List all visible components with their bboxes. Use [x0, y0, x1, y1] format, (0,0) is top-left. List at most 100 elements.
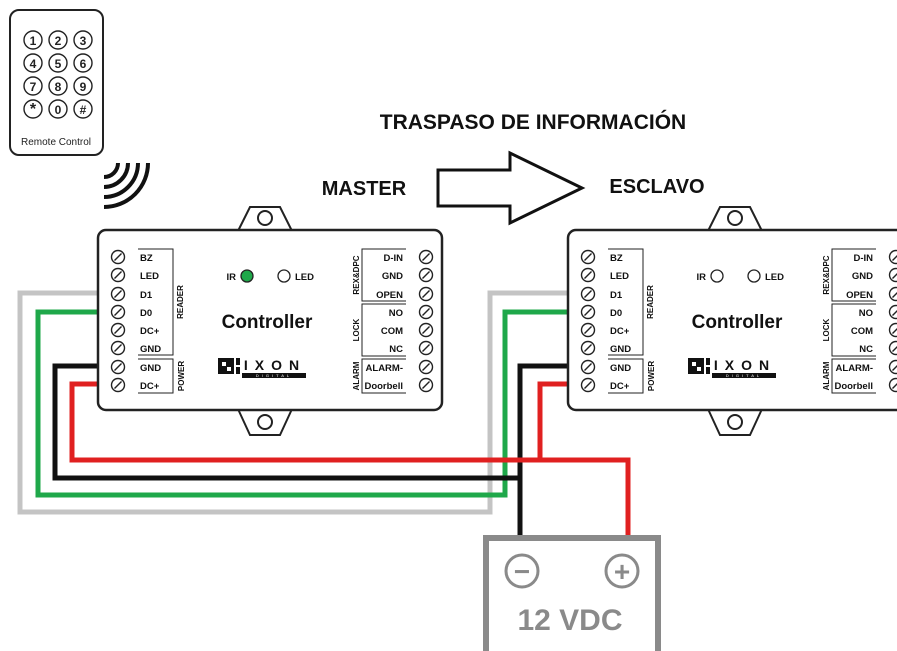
gray-wire	[17, 290, 568, 515]
left-terminal-label: DC+	[610, 326, 630, 337]
brand-name: IXON	[244, 357, 306, 373]
right-terminal-label: NO	[859, 308, 873, 319]
right-terminal-label: ALARM-	[836, 363, 873, 374]
right-terminal-label: GND	[852, 271, 873, 282]
alarm-group-label: ALARM	[822, 361, 831, 390]
right-terminal-label: NO	[389, 308, 403, 319]
power-supply: − + 12 VDC	[483, 535, 661, 651]
left-terminal-label: GND	[610, 344, 631, 355]
left-terminal-label: DC+	[140, 326, 160, 337]
controller-title: Controller	[692, 312, 783, 333]
slave-label: ESCLAVO	[609, 176, 704, 198]
left-terminal-label: D1	[140, 290, 153, 301]
controller-title: Controller	[222, 312, 313, 333]
remote-key	[48, 76, 68, 96]
right-terminal-label: ALARM-	[366, 363, 403, 374]
terminal-group-bracket	[608, 358, 644, 394]
mount-hole-icon	[727, 210, 743, 226]
remote-key-label: 6	[80, 57, 87, 71]
transfer-arrow-icon	[436, 150, 586, 226]
ir-indicator-icon	[710, 269, 724, 283]
mount-hole-icon	[257, 414, 273, 430]
wiring	[17, 290, 631, 540]
right-terminal-label: D-IN	[853, 253, 873, 264]
remote-control-label: Remote Control	[21, 137, 91, 148]
remote-key	[23, 99, 43, 119]
remote-key	[23, 30, 43, 50]
power-supply-label: 12 VDC	[517, 604, 622, 637]
terminal-group-bracket	[831, 303, 876, 357]
terminal-screw-icon	[888, 322, 897, 338]
terminal-group-bracket	[138, 248, 174, 356]
power-group-label: POWER	[647, 361, 656, 391]
terminal-screw-icon	[888, 304, 897, 320]
terminal-screw-icon	[888, 267, 897, 283]
red-wire	[69, 381, 631, 540]
controller-body	[96, 228, 444, 412]
ir-label: IR	[227, 272, 237, 283]
left-terminal-label: BZ	[140, 253, 153, 264]
remote-key	[23, 76, 43, 96]
terminal-screw-icon	[888, 359, 897, 375]
green-wire	[35, 309, 568, 498]
remote-key	[48, 30, 68, 50]
led-indicator-icon	[747, 269, 761, 283]
remote-key	[73, 76, 93, 96]
brand-name: IXON	[714, 357, 776, 373]
terminal-screw-icon	[888, 249, 897, 265]
left-terminal-label: DC+	[140, 381, 160, 392]
terminal-group-bracket	[361, 303, 406, 357]
remote-key	[48, 53, 68, 73]
right-terminal-label: COM	[381, 326, 403, 337]
remote-key	[73, 53, 93, 73]
right-terminal-label: COM	[851, 326, 873, 337]
mount-hole-icon	[257, 210, 273, 226]
remote-key	[73, 99, 93, 119]
terminal-group-bracket	[608, 248, 644, 356]
left-terminal-label: LED	[610, 271, 629, 282]
power-group-label: POWER	[177, 361, 186, 391]
terminal-screw-icon	[888, 286, 897, 302]
ir-indicator-icon	[240, 269, 254, 283]
left-terminal-label: D0	[610, 308, 622, 319]
left-terminal-label: GND	[140, 344, 161, 355]
controller-body	[566, 228, 897, 412]
rex-group-label: REX&DPC	[352, 255, 361, 294]
right-terminal-label: NC	[389, 344, 403, 355]
remote-key	[73, 30, 93, 50]
brand-subtitle: DIGITAL	[726, 373, 762, 378]
right-terminal-label: Doorbell	[364, 381, 403, 392]
minus-terminal-icon	[504, 553, 540, 589]
rex-group-label: REX&DPC	[822, 255, 831, 294]
terminal-screw-icon	[888, 340, 897, 356]
right-terminal-label: D-IN	[383, 253, 403, 264]
black-wire	[52, 363, 568, 540]
terminal-group-bracket	[361, 248, 406, 302]
left-terminal-label: DC+	[610, 381, 630, 392]
left-terminal-label: BZ	[610, 253, 623, 264]
mount-hole-icon	[727, 414, 743, 430]
left-terminal-label: D0	[140, 308, 152, 319]
right-terminal-label: NC	[859, 344, 873, 355]
alarm-group-label: ALARM	[352, 361, 361, 390]
right-terminal-label: OPEN	[376, 290, 403, 301]
remote-key-label: 5	[55, 57, 62, 71]
terminal-group-bracket	[361, 358, 406, 394]
right-terminal-label: Doorbell	[834, 381, 873, 392]
ir-label: IR	[697, 272, 707, 283]
remote-key-label: #	[80, 103, 87, 117]
led-label: LED	[765, 272, 784, 283]
lock-group-label: LOCK	[822, 318, 831, 341]
right-terminal-label: OPEN	[846, 290, 873, 301]
terminal-group-bracket	[831, 248, 876, 302]
plus-symbol: +	[614, 556, 630, 587]
left-terminal-label: GND	[140, 363, 161, 374]
left-terminal-label: GND	[610, 363, 631, 374]
plus-terminal-icon	[604, 553, 640, 589]
brand-subtitle: DIGITAL	[256, 373, 292, 378]
